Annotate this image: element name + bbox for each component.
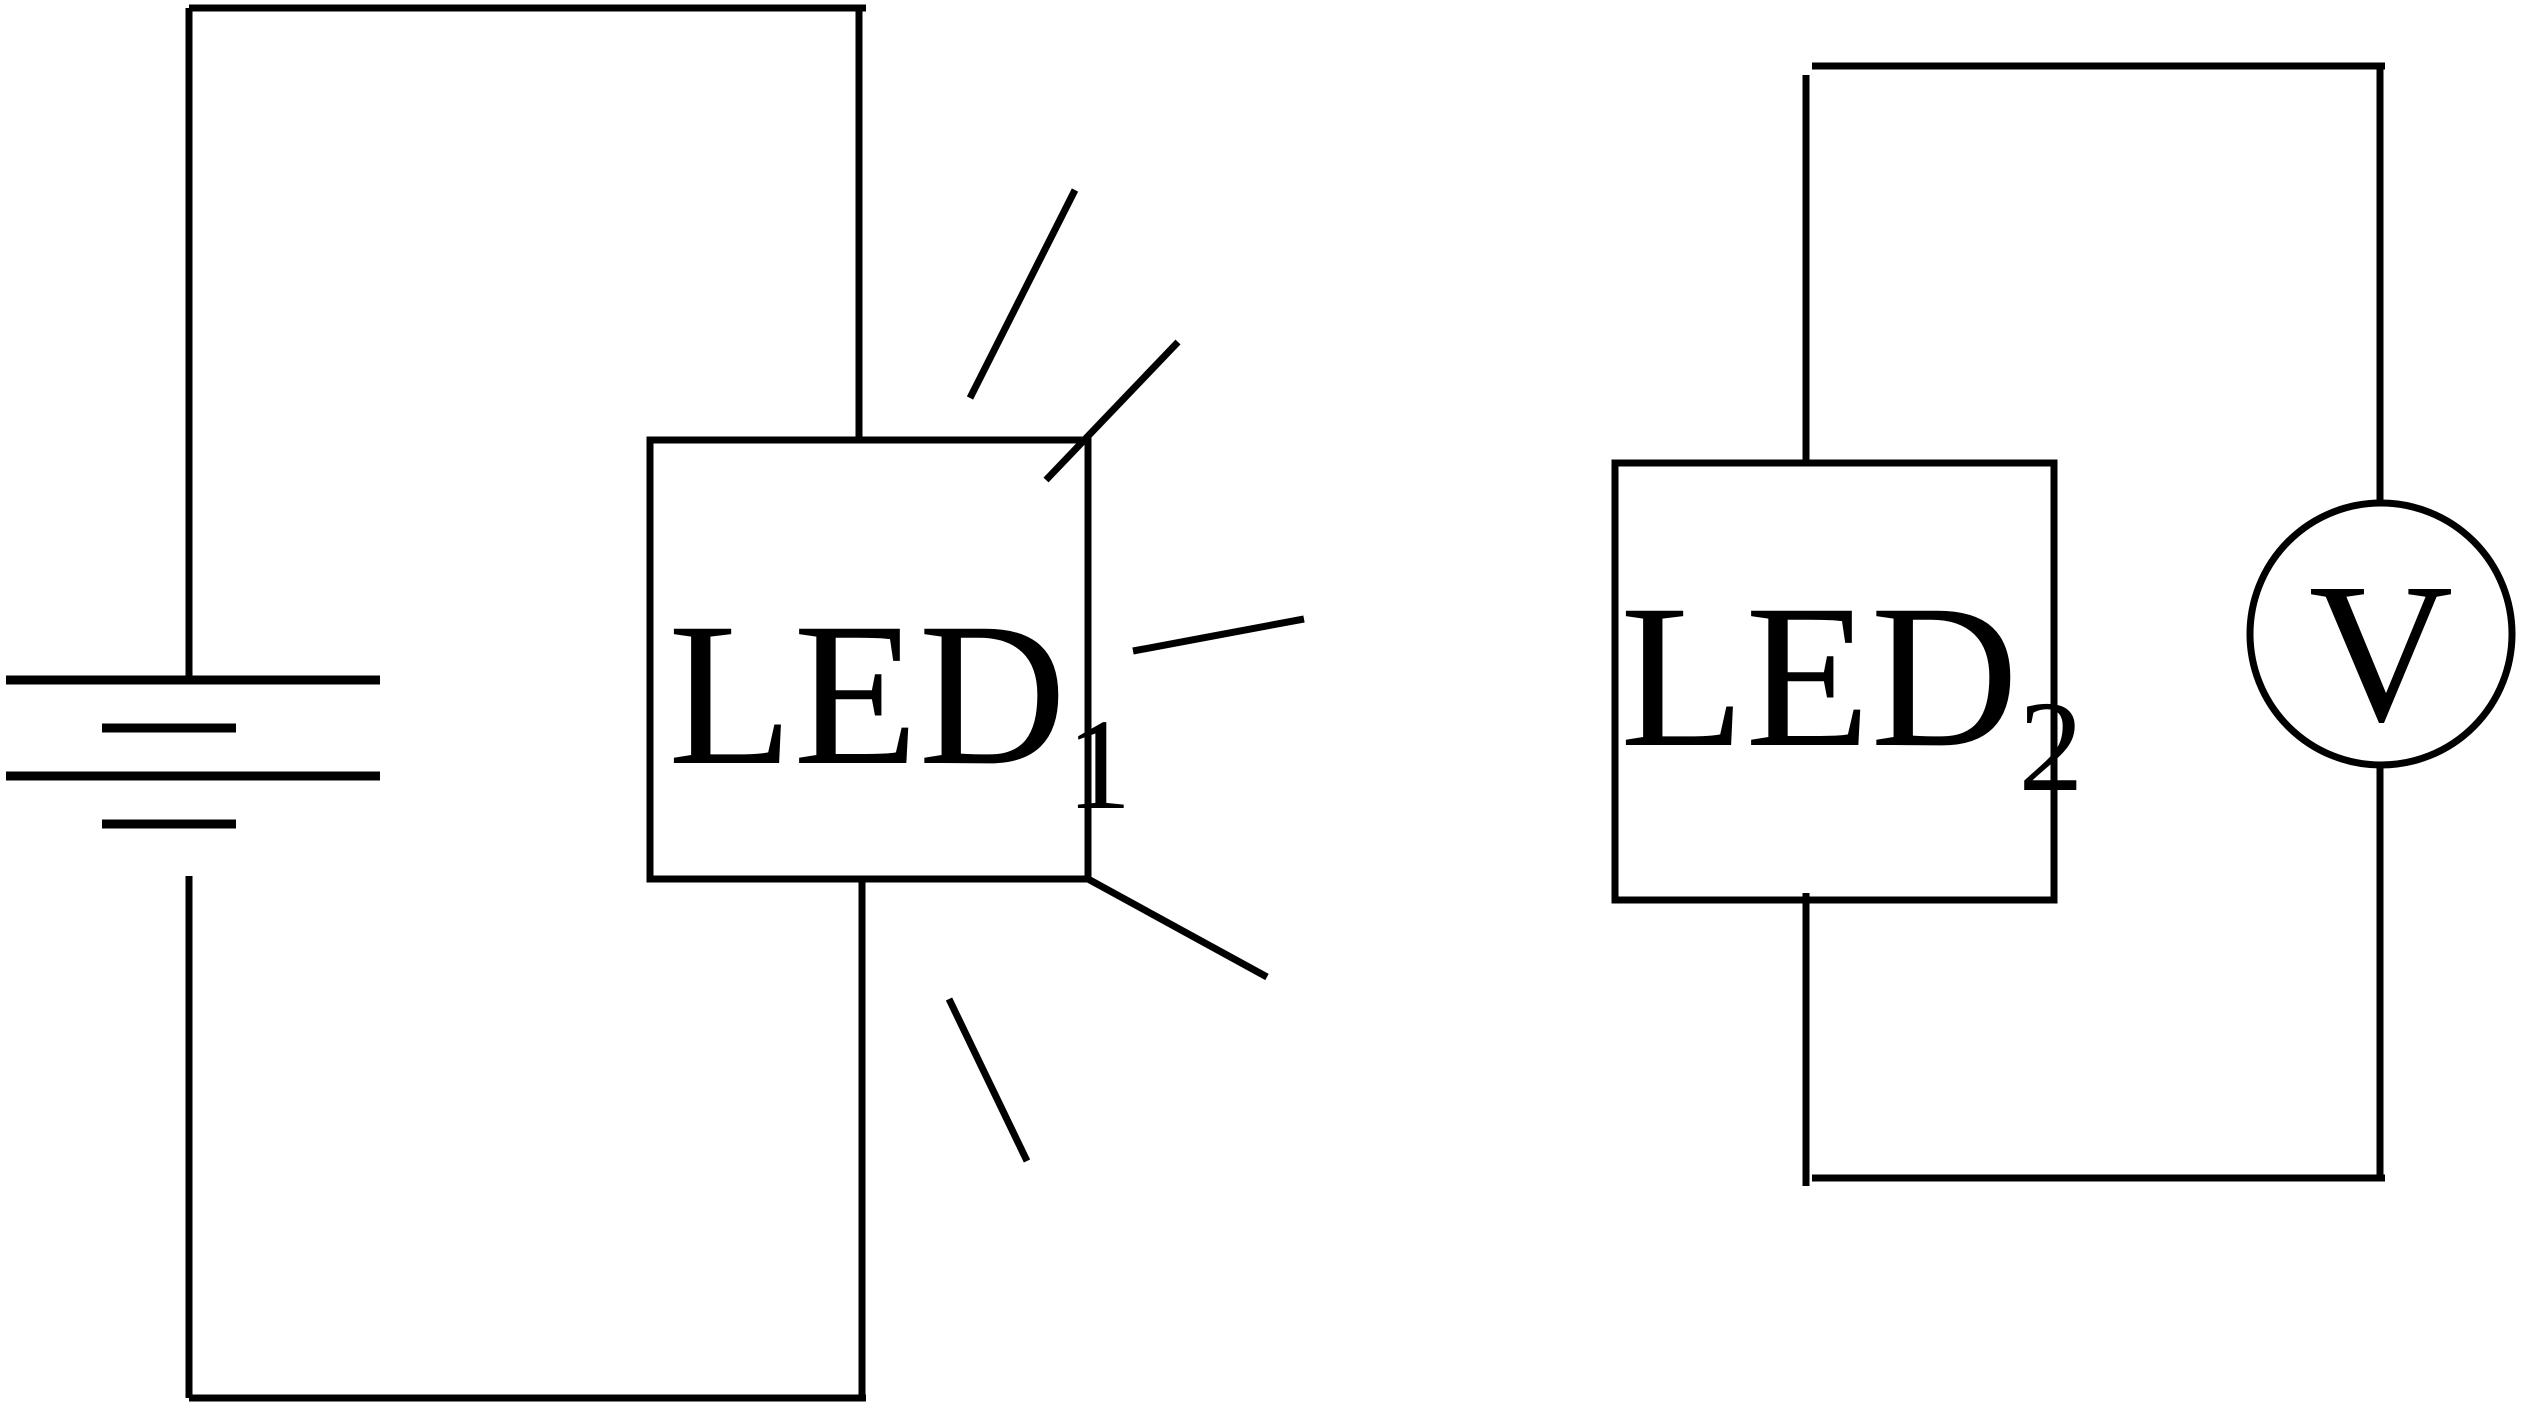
right-circuit: LED2 V xyxy=(1611,62,2516,1186)
left-circuit: LED1 xyxy=(6,4,1305,1402)
led1-box xyxy=(646,436,1092,883)
led1: LED1 xyxy=(646,436,1132,883)
voltmeter: V xyxy=(2246,499,2516,769)
light-ray xyxy=(945,997,1031,1163)
led1-label: LED1 xyxy=(668,581,1132,837)
led1-subscript: 1 xyxy=(1067,693,1132,837)
battery-symbol xyxy=(6,675,380,829)
led2-subscript: 2 xyxy=(2019,675,2084,819)
light-ray xyxy=(1132,615,1305,655)
led2: LED2 xyxy=(1611,459,2084,904)
light-ray xyxy=(1086,875,1269,981)
light-rays xyxy=(945,188,1305,1163)
light-ray xyxy=(1043,339,1181,483)
light-ray xyxy=(966,188,1079,400)
led2-label: LED2 xyxy=(1620,563,2084,819)
voltmeter-circle xyxy=(2246,499,2516,769)
voltmeter-label: V xyxy=(2309,543,2453,764)
led2-box xyxy=(1611,459,2058,904)
